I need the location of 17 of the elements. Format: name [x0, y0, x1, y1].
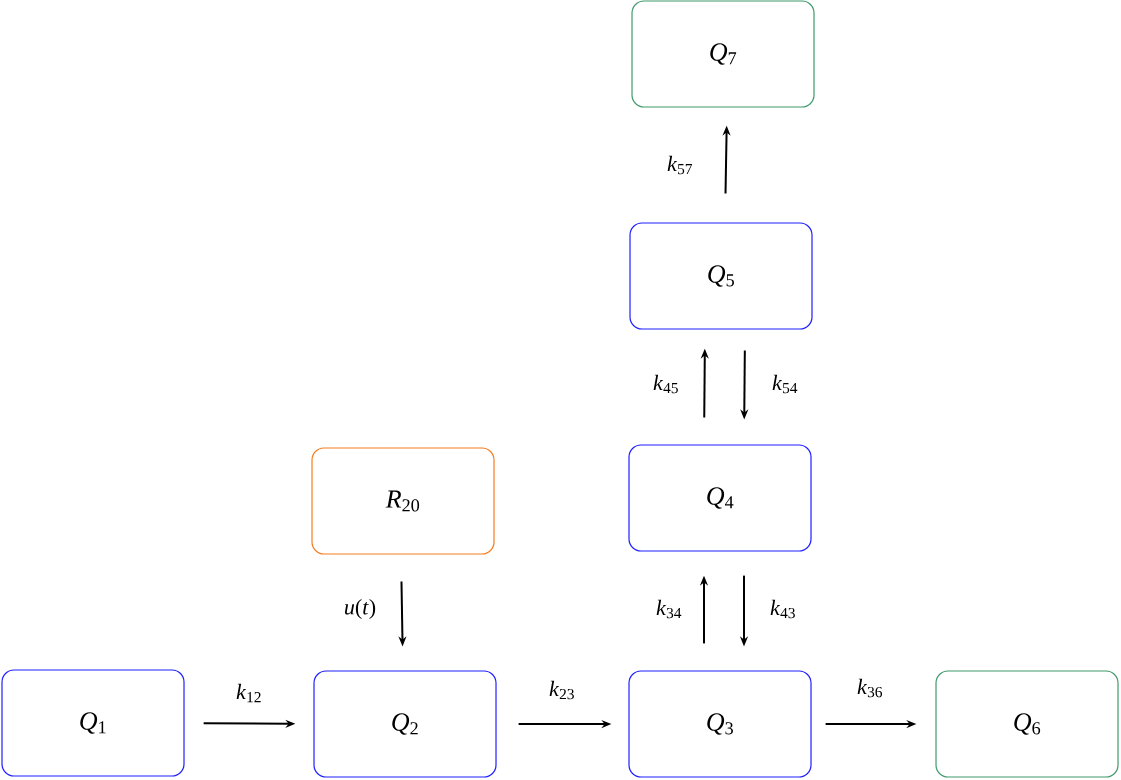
compartment-box: Q$_{2}$: [313, 670, 497, 778]
edge-label: k$_{34}$: [656, 599, 682, 619]
compartment-box: Q$_{3}$: [628, 670, 812, 778]
compartment-box: Q$_{7}$: [631, 0, 815, 108]
edge-label: k$_{43}$: [770, 599, 795, 619]
compartment-box: Q$_{4}$: [628, 444, 812, 552]
edge-label: k$_{12}$: [236, 683, 261, 703]
edge-label: k$_{54}$: [772, 374, 798, 394]
compartment-box: Q$_{5}$: [629, 222, 813, 330]
edge-label: k$_{45}$: [653, 374, 678, 394]
edge-label: u(t): [345, 599, 376, 619]
compartment-box: Q$_{1}$: [1, 669, 185, 777]
edge-label: k$_{36}$: [857, 678, 883, 698]
compartment-box: Q$_{6}$: [935, 670, 1119, 778]
edge-label: k$_{57}$: [667, 155, 693, 175]
edge-label: k$_{23}$: [549, 680, 574, 700]
compartment-box: R$_{20}$: [311, 447, 495, 555]
